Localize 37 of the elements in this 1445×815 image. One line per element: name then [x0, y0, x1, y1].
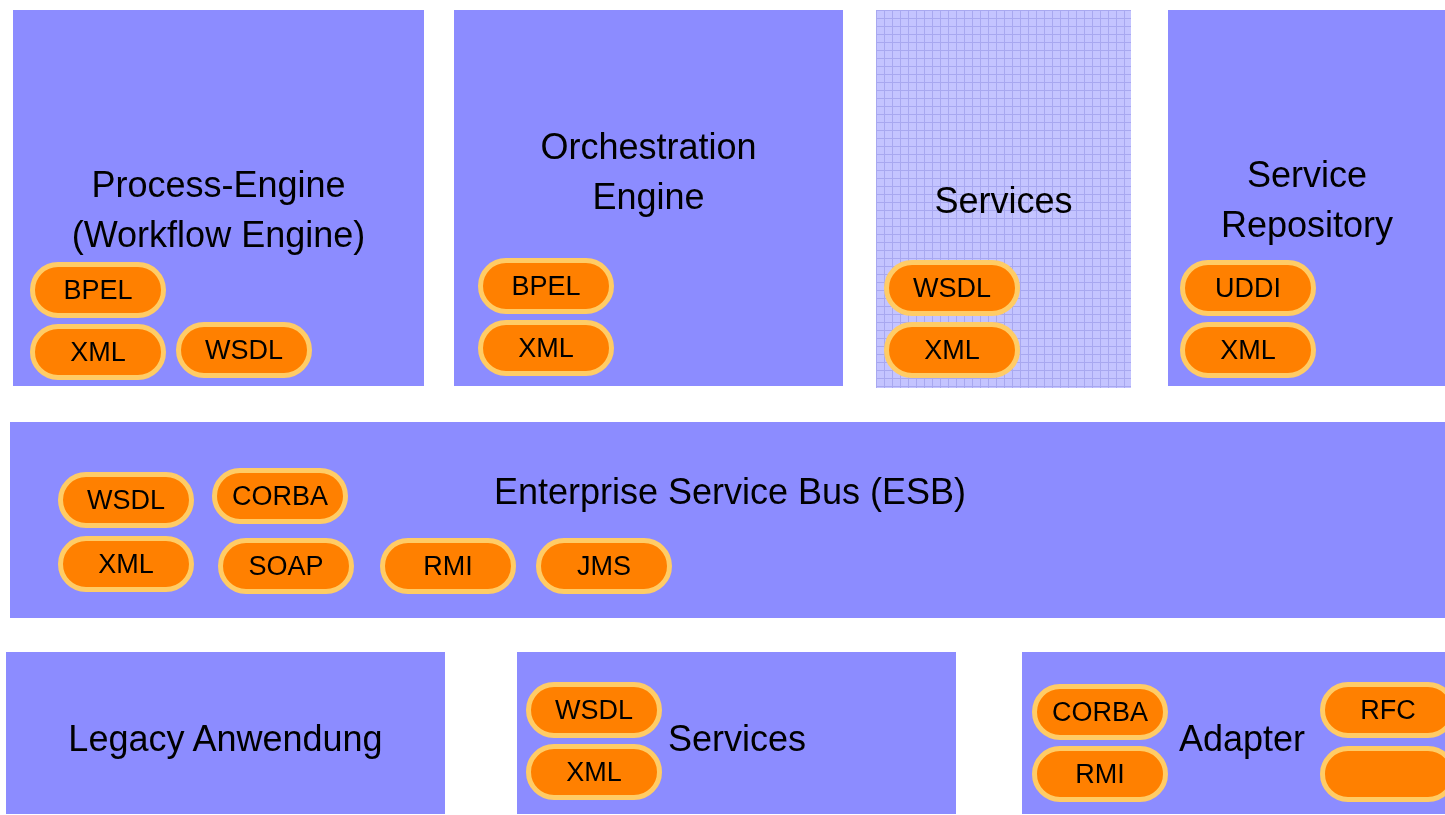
technology-tag: WSDL [58, 472, 194, 528]
technology-tag: RMI [380, 538, 516, 594]
component-title: Service Repository [1219, 153, 1395, 247]
technology-tag: XML [58, 536, 194, 592]
technology-tag: WSDL [884, 260, 1020, 316]
component-block [1168, 10, 1445, 386]
technology-tag: XML [30, 324, 166, 380]
technology-tag: BPEL [30, 262, 166, 318]
technology-tag: XML [478, 320, 614, 376]
component-title: Legacy Anwendung [67, 717, 384, 761]
component-block [876, 10, 1131, 388]
component-block [454, 10, 843, 386]
technology-tag: UDDI [1180, 260, 1316, 316]
technology-tag: WSDL [176, 322, 312, 378]
component-block [1022, 652, 1445, 814]
component-block [10, 422, 1445, 618]
technology-tag: RMI [1032, 746, 1168, 802]
component-title: Orchestration Engine [539, 125, 758, 219]
technology-tag [1320, 746, 1445, 802]
technology-tag: SOAP [218, 538, 354, 594]
technology-tag: RFC [1320, 682, 1445, 738]
component-block [6, 652, 445, 814]
component-block [517, 652, 956, 814]
technology-tag: XML [526, 744, 662, 800]
component-title: Enterprise Service Bus (ESB) [492, 470, 968, 514]
technology-tag: CORBA [1032, 684, 1168, 740]
component-block [13, 10, 424, 386]
technology-tag: XML [884, 322, 1020, 378]
component-title: Services [933, 179, 1074, 223]
technology-tag: CORBA [212, 468, 348, 524]
technology-tag: WSDL [526, 682, 662, 738]
technology-tag: BPEL [478, 258, 614, 314]
technology-tag: XML [1180, 322, 1316, 378]
component-title: Adapter [1177, 717, 1307, 761]
component-title: Services [666, 717, 807, 761]
component-title: Process-Engine (Workflow Engine) [70, 163, 367, 257]
technology-tag: JMS [536, 538, 672, 594]
